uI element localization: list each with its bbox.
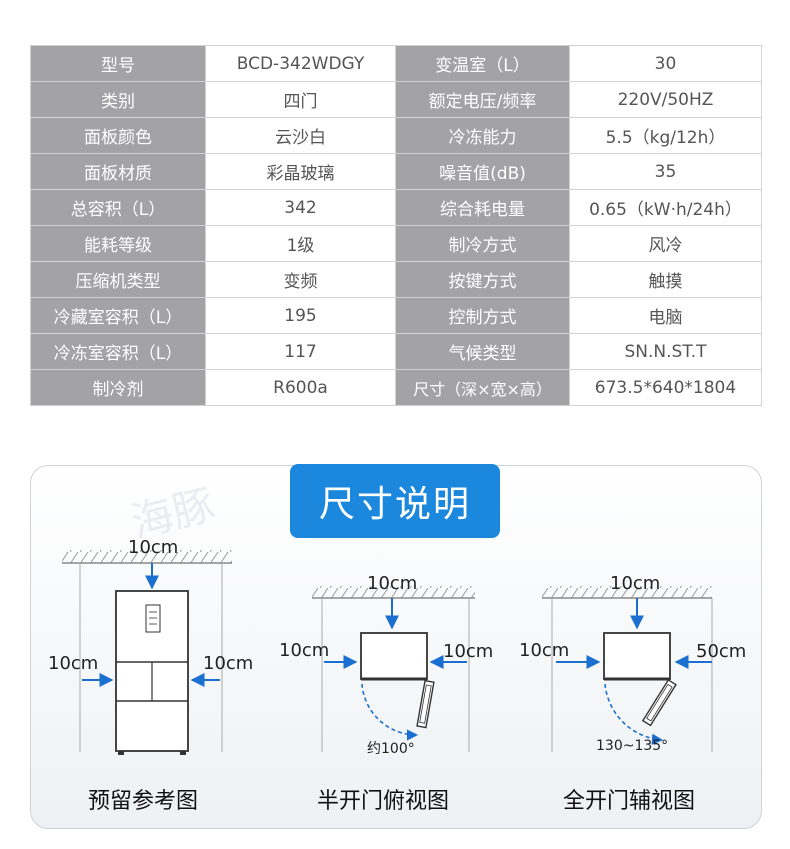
panel-title: 尺寸说明: [290, 464, 500, 538]
table-row: 面板颜色 云沙白 冷冻能力 5.5（kg/12h）: [30, 117, 762, 154]
spec-key: 面板颜色: [30, 117, 206, 154]
table-row: 面板材质 彩晶玻璃 噪音值(dB) 35: [30, 153, 762, 190]
spec-value: 30: [569, 45, 762, 82]
spec-key: 额定电压/频率: [395, 81, 570, 118]
door-swing-arc: [604, 683, 664, 745]
door-swing-arc: [361, 683, 419, 741]
spec-key: 能耗等级: [30, 225, 206, 262]
half-left-clearance: 10cm: [279, 640, 330, 661]
spec-key: 噪音值(dB): [395, 153, 570, 190]
spec-value: 1级: [205, 225, 396, 262]
fridge-top-view: [360, 632, 428, 680]
open-door: [641, 678, 677, 727]
table-row: 冷冻室容积（L） 117 气候类型 SN.N.ST.T: [30, 333, 762, 370]
table-row: 总容积（L） 342 综合耗电量 0.65（kW·h/24h）: [30, 189, 762, 226]
spec-key: 按键方式: [395, 261, 570, 298]
spec-key: 类别: [30, 81, 206, 118]
spec-key: 制冷剂: [30, 369, 206, 406]
full-door-angle: 130~135°: [596, 738, 669, 754]
half-right-clearance: 10cm: [443, 641, 494, 662]
table-row: 压缩机类型 变频 按键方式 触摸: [30, 261, 762, 298]
spec-value: 342: [205, 189, 396, 226]
spec-value: 220V/50HZ: [569, 81, 762, 118]
spec-key: 气候类型: [395, 333, 570, 370]
full-top-clearance: 10cm: [610, 573, 661, 594]
spec-value: 电脑: [569, 297, 762, 334]
fridge-top-view: [603, 632, 671, 680]
half-door-angle: 约100°: [367, 741, 415, 757]
spec-key: 型号: [30, 45, 206, 82]
table-row: 型号 BCD-342WDGY 变温室（L） 30: [30, 45, 762, 82]
spec-value: 35: [569, 153, 762, 190]
spec-key: 制冷方式: [395, 225, 570, 262]
table-row: 冷藏室容积（L） 195 控制方式 电脑: [30, 297, 762, 334]
spec-value: 云沙白: [205, 117, 396, 154]
full-open-diagram: [542, 586, 713, 752]
front-top-clearance: 10cm: [128, 537, 179, 558]
spec-key: 冷冻室容积（L）: [30, 333, 206, 370]
spec-value: 变频: [205, 261, 396, 298]
spec-value: 5.5（kg/12h）: [569, 117, 762, 154]
spec-value: 195: [205, 297, 396, 334]
front-right-clearance: 10cm: [203, 653, 254, 674]
ceiling-hatch: [62, 550, 232, 563]
spec-key: 综合耗电量: [395, 189, 570, 226]
full-left-clearance: 10cm: [519, 640, 570, 661]
spec-value: 四门: [205, 81, 396, 118]
table-row: 类别 四门 额定电压/频率 220V/50HZ: [30, 81, 762, 118]
spec-table-body: 型号 BCD-342WDGY 变温室（L） 30 类别 四门 额定电压/频率 2…: [30, 45, 762, 406]
spec-value: R600a: [205, 369, 396, 406]
spec-table: 型号 BCD-342WDGY 变温室（L） 30 类别 四门 额定电压/频率 2…: [30, 45, 762, 406]
table-row: 制冷剂 R600a 尺寸（深×宽×高） 673.5*640*1804: [30, 369, 762, 406]
spec-key: 尺寸（深×宽×高）: [395, 369, 570, 406]
spec-value: 673.5*640*1804: [569, 369, 762, 406]
full-caption: 全开门辅视图: [563, 789, 696, 814]
table-row: 能耗等级 1级 制冷方式 风冷: [30, 225, 762, 262]
open-door: [416, 679, 435, 729]
wall-hatch: [312, 586, 475, 598]
wall-hatch: [542, 586, 712, 598]
spec-value: 0.65（kW·h/24h）: [569, 189, 762, 226]
spec-value: 117: [205, 333, 396, 370]
half-open-diagram: [312, 586, 475, 752]
spec-key: 压缩机类型: [30, 261, 206, 298]
half-caption: 半开门俯视图: [317, 789, 450, 814]
spec-key: 冷藏室容积（L）: [30, 297, 206, 334]
full-right-clearance: 50cm: [696, 641, 747, 662]
front-caption: 预留参考图: [88, 789, 199, 814]
front-left-clearance: 10cm: [48, 653, 99, 674]
spec-value: 风冷: [569, 225, 762, 262]
front-view-diagram: [62, 550, 232, 755]
spec-value: 彩晶玻璃: [205, 153, 396, 190]
control-display: [145, 604, 161, 633]
spec-key: 冷冻能力: [395, 117, 570, 154]
half-top-clearance: 10cm: [367, 573, 418, 594]
spec-key: 控制方式: [395, 297, 570, 334]
spec-key: 面板材质: [30, 153, 206, 190]
